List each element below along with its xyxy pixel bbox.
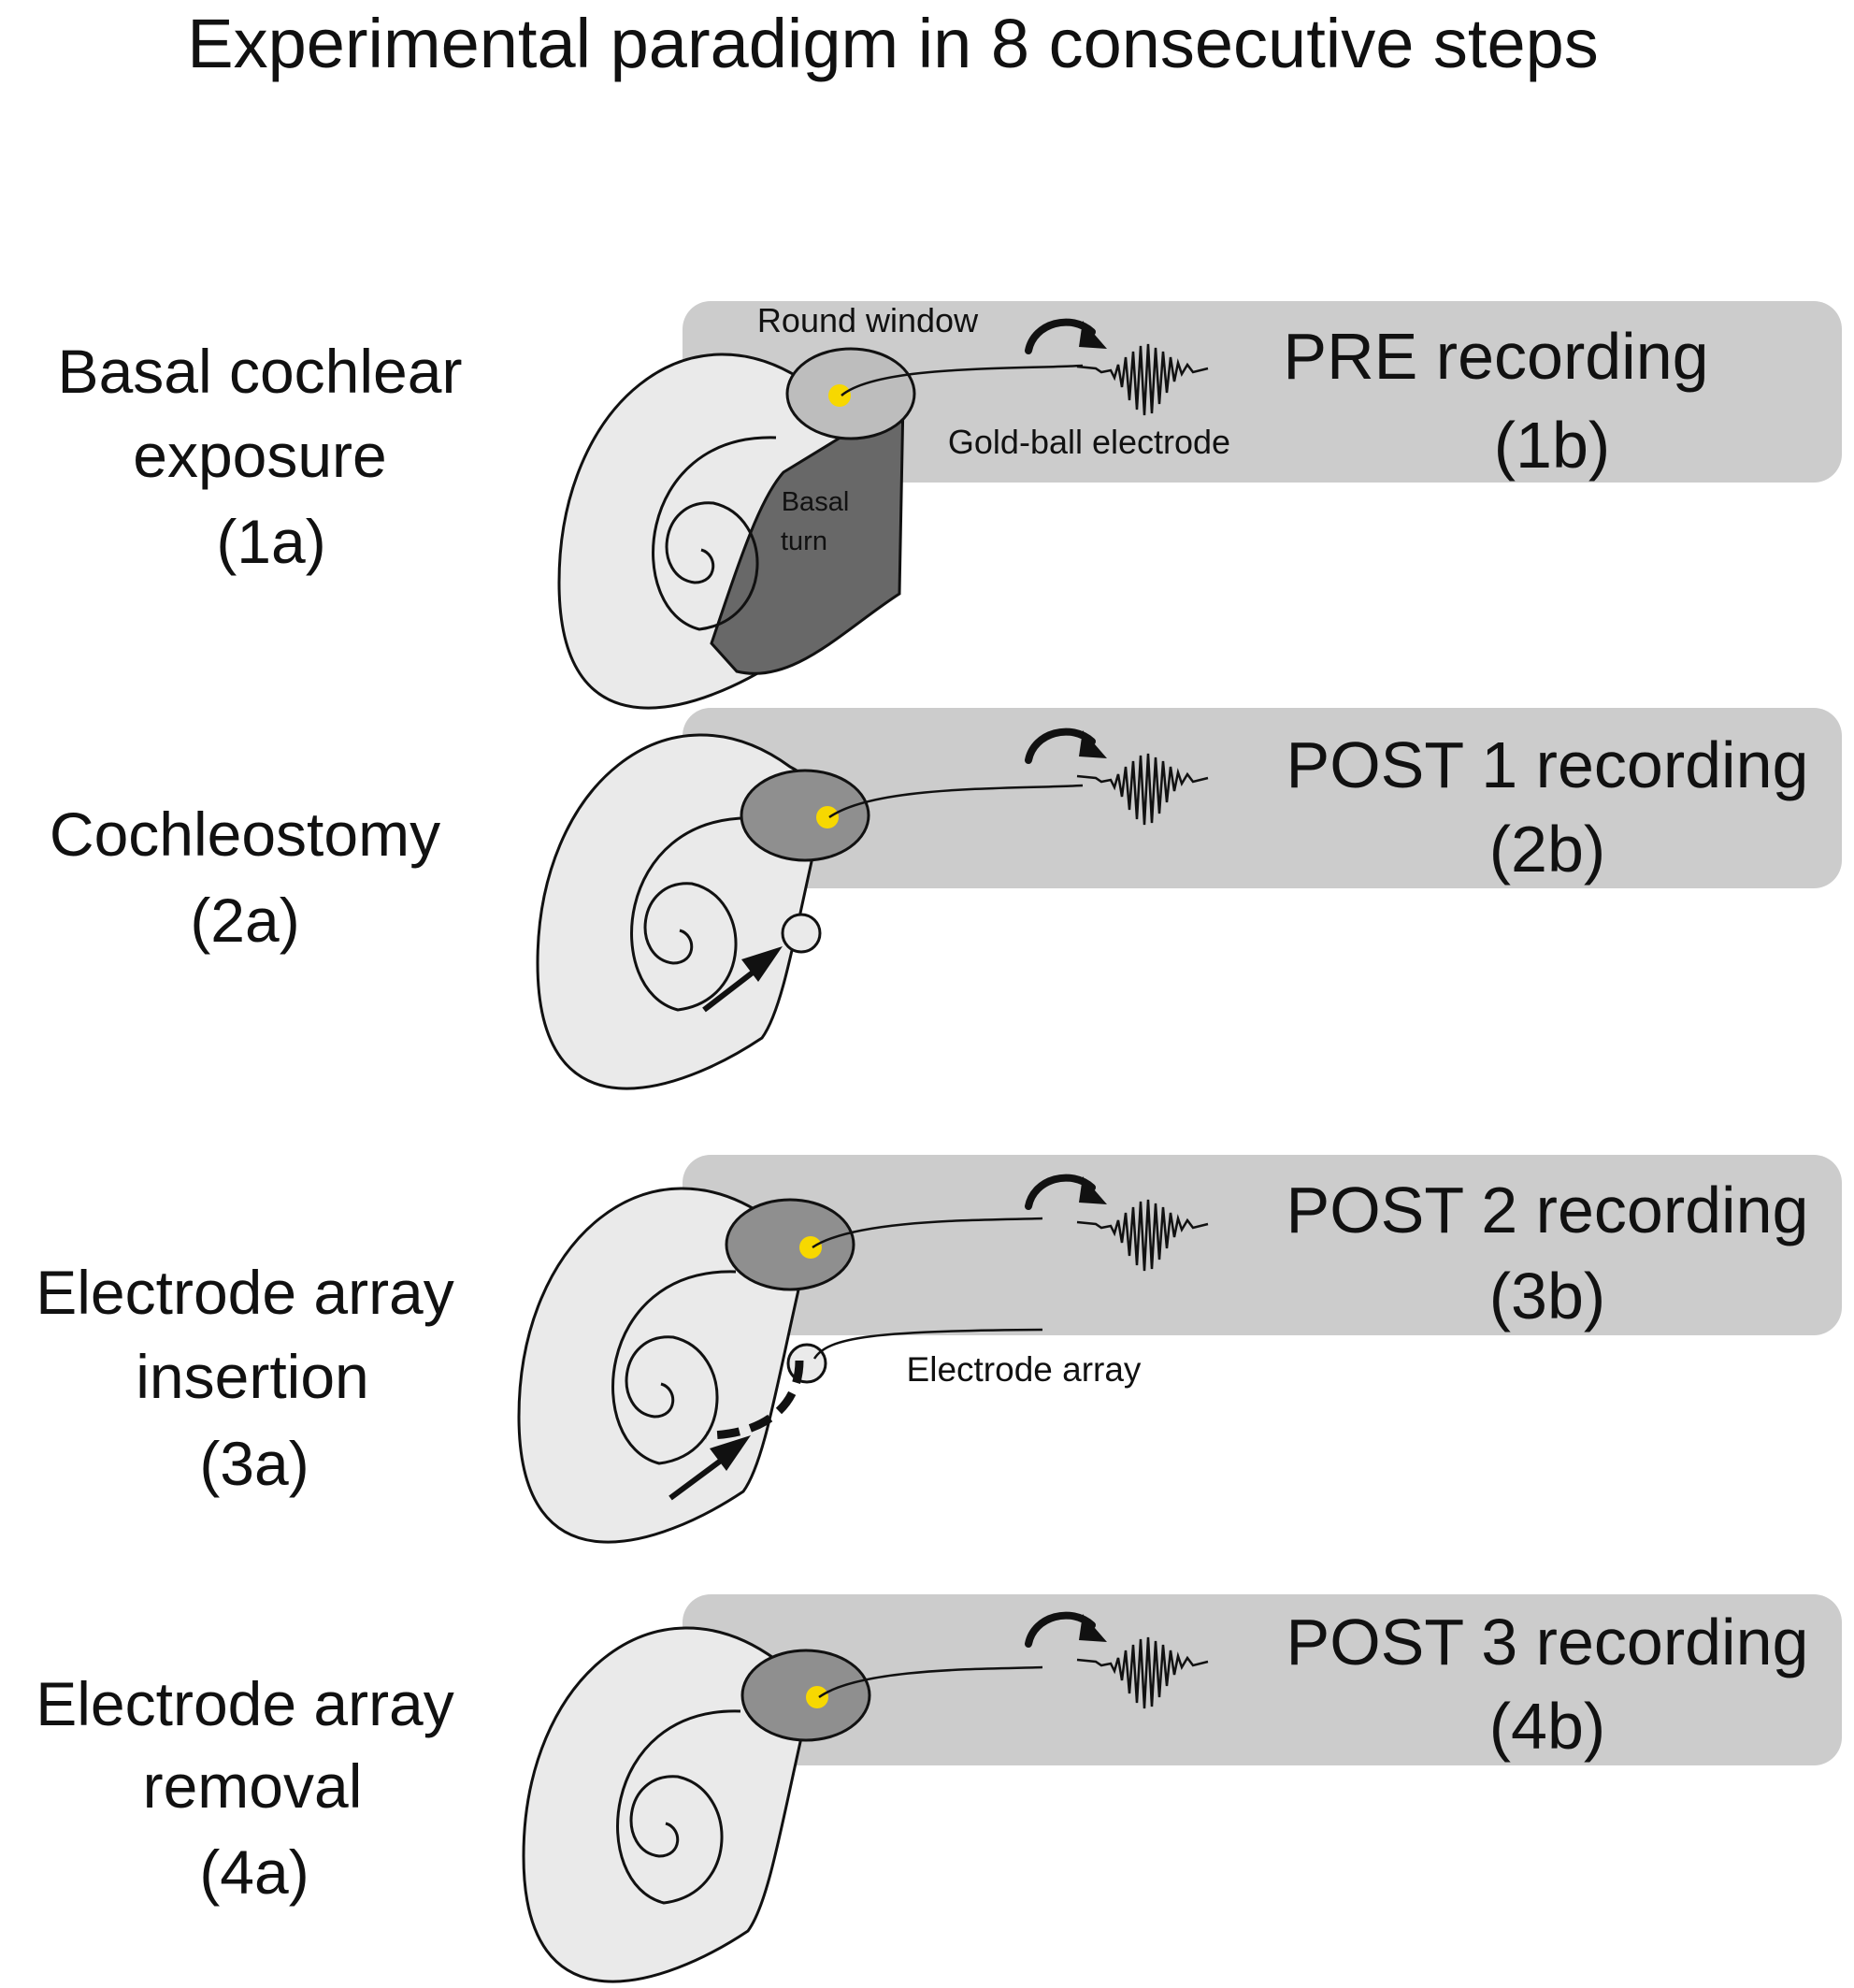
gold-ball-electrode [828, 384, 851, 407]
waveform-icon [1076, 753, 1209, 826]
step-2: POST 1 recording (2b) Cochleostomy (2a) [50, 708, 1842, 1090]
electrode-wire [841, 364, 1084, 396]
cochlea-4 [522, 1626, 1043, 1983]
surgery-label-4: (4a) [199, 1837, 309, 1907]
round-window [785, 347, 916, 440]
recording-panel-1 [683, 301, 1842, 483]
basal-turn-label-1: Basal [782, 487, 850, 517]
basal-turn [710, 396, 905, 675]
recording-title-3: POST 2 recording [1286, 1174, 1809, 1246]
round-window [740, 769, 870, 862]
surgery-label-3: (3a) [199, 1429, 309, 1498]
surgery-label-1: (1a) [216, 507, 325, 576]
curved-arrow-icon [1025, 727, 1107, 764]
electrode-wire [812, 1217, 1043, 1249]
surgery-title-1b: exposure [133, 421, 387, 490]
step-4: POST 3 recording (4b) Electrode array re… [36, 1594, 1842, 1983]
spiral [652, 436, 777, 631]
recording-title-2: POST 1 recording [1286, 728, 1809, 801]
spiral [616, 1709, 741, 1905]
figure-title: Experimental paradigm in 8 consecutive s… [187, 5, 1599, 82]
surgery-title-4b: removal [143, 1751, 363, 1821]
surgery-title-1a: Basal cochlear [58, 337, 463, 406]
cochlea-1 [557, 347, 1084, 710]
curved-arrow-icon [1025, 318, 1107, 354]
recording-title-4: POST 3 recording [1286, 1606, 1809, 1678]
surgery-title-3b: insertion [136, 1342, 368, 1411]
surgery-title-4a: Electrode array [36, 1669, 454, 1738]
spiral [611, 1270, 737, 1465]
electrode-wire [828, 784, 1084, 819]
recording-panel-2 [683, 708, 1842, 888]
cochleostomy-hole [781, 913, 822, 954]
step-1: Round window Gold-ball electrode Basal t… [58, 301, 1842, 710]
recording-label-1: (1b) [1494, 409, 1610, 482]
gold-ball-electrode [816, 806, 839, 828]
recording-panel-4 [683, 1594, 1842, 1765]
surgery-title-3a: Electrode array [36, 1258, 454, 1327]
spiral [630, 816, 755, 1012]
waveform-icon [1076, 343, 1209, 416]
gold-ball-electrode-label: Gold-ball electrode [948, 423, 1230, 461]
round-window-label: Round window [757, 301, 979, 339]
electrode-wire [818, 1665, 1043, 1699]
round-window [725, 1198, 855, 1291]
recording-label-4: (4b) [1489, 1690, 1605, 1763]
waveform-icon [1076, 1636, 1209, 1709]
basal-turn-label-2: turn [781, 526, 827, 556]
recording-title-1: PRE recording [1283, 320, 1708, 393]
electrode-array-lead [812, 1328, 1043, 1360]
recording-label-3: (3b) [1489, 1260, 1605, 1333]
gold-ball-electrode [806, 1686, 828, 1708]
surgery-label-2: (2a) [190, 886, 299, 955]
gold-ball-electrode [799, 1236, 822, 1259]
cochlea-2 [536, 733, 1084, 1090]
curved-arrow-icon [1025, 1611, 1107, 1648]
curved-arrow-icon [1025, 1174, 1107, 1210]
cochlea-3 [517, 1187, 1043, 1544]
inserted-electrode-array [705, 1360, 804, 1440]
recording-panel-3 [683, 1155, 1842, 1335]
round-window [740, 1649, 871, 1742]
step-3: Electrode array POST 2 recording (3b) El… [36, 1155, 1842, 1544]
electrode-array-label: Electrode array [907, 1350, 1142, 1389]
waveform-icon [1076, 1199, 1209, 1272]
recording-label-2: (2b) [1489, 813, 1605, 886]
surgery-title-2: Cochleostomy [50, 800, 440, 869]
